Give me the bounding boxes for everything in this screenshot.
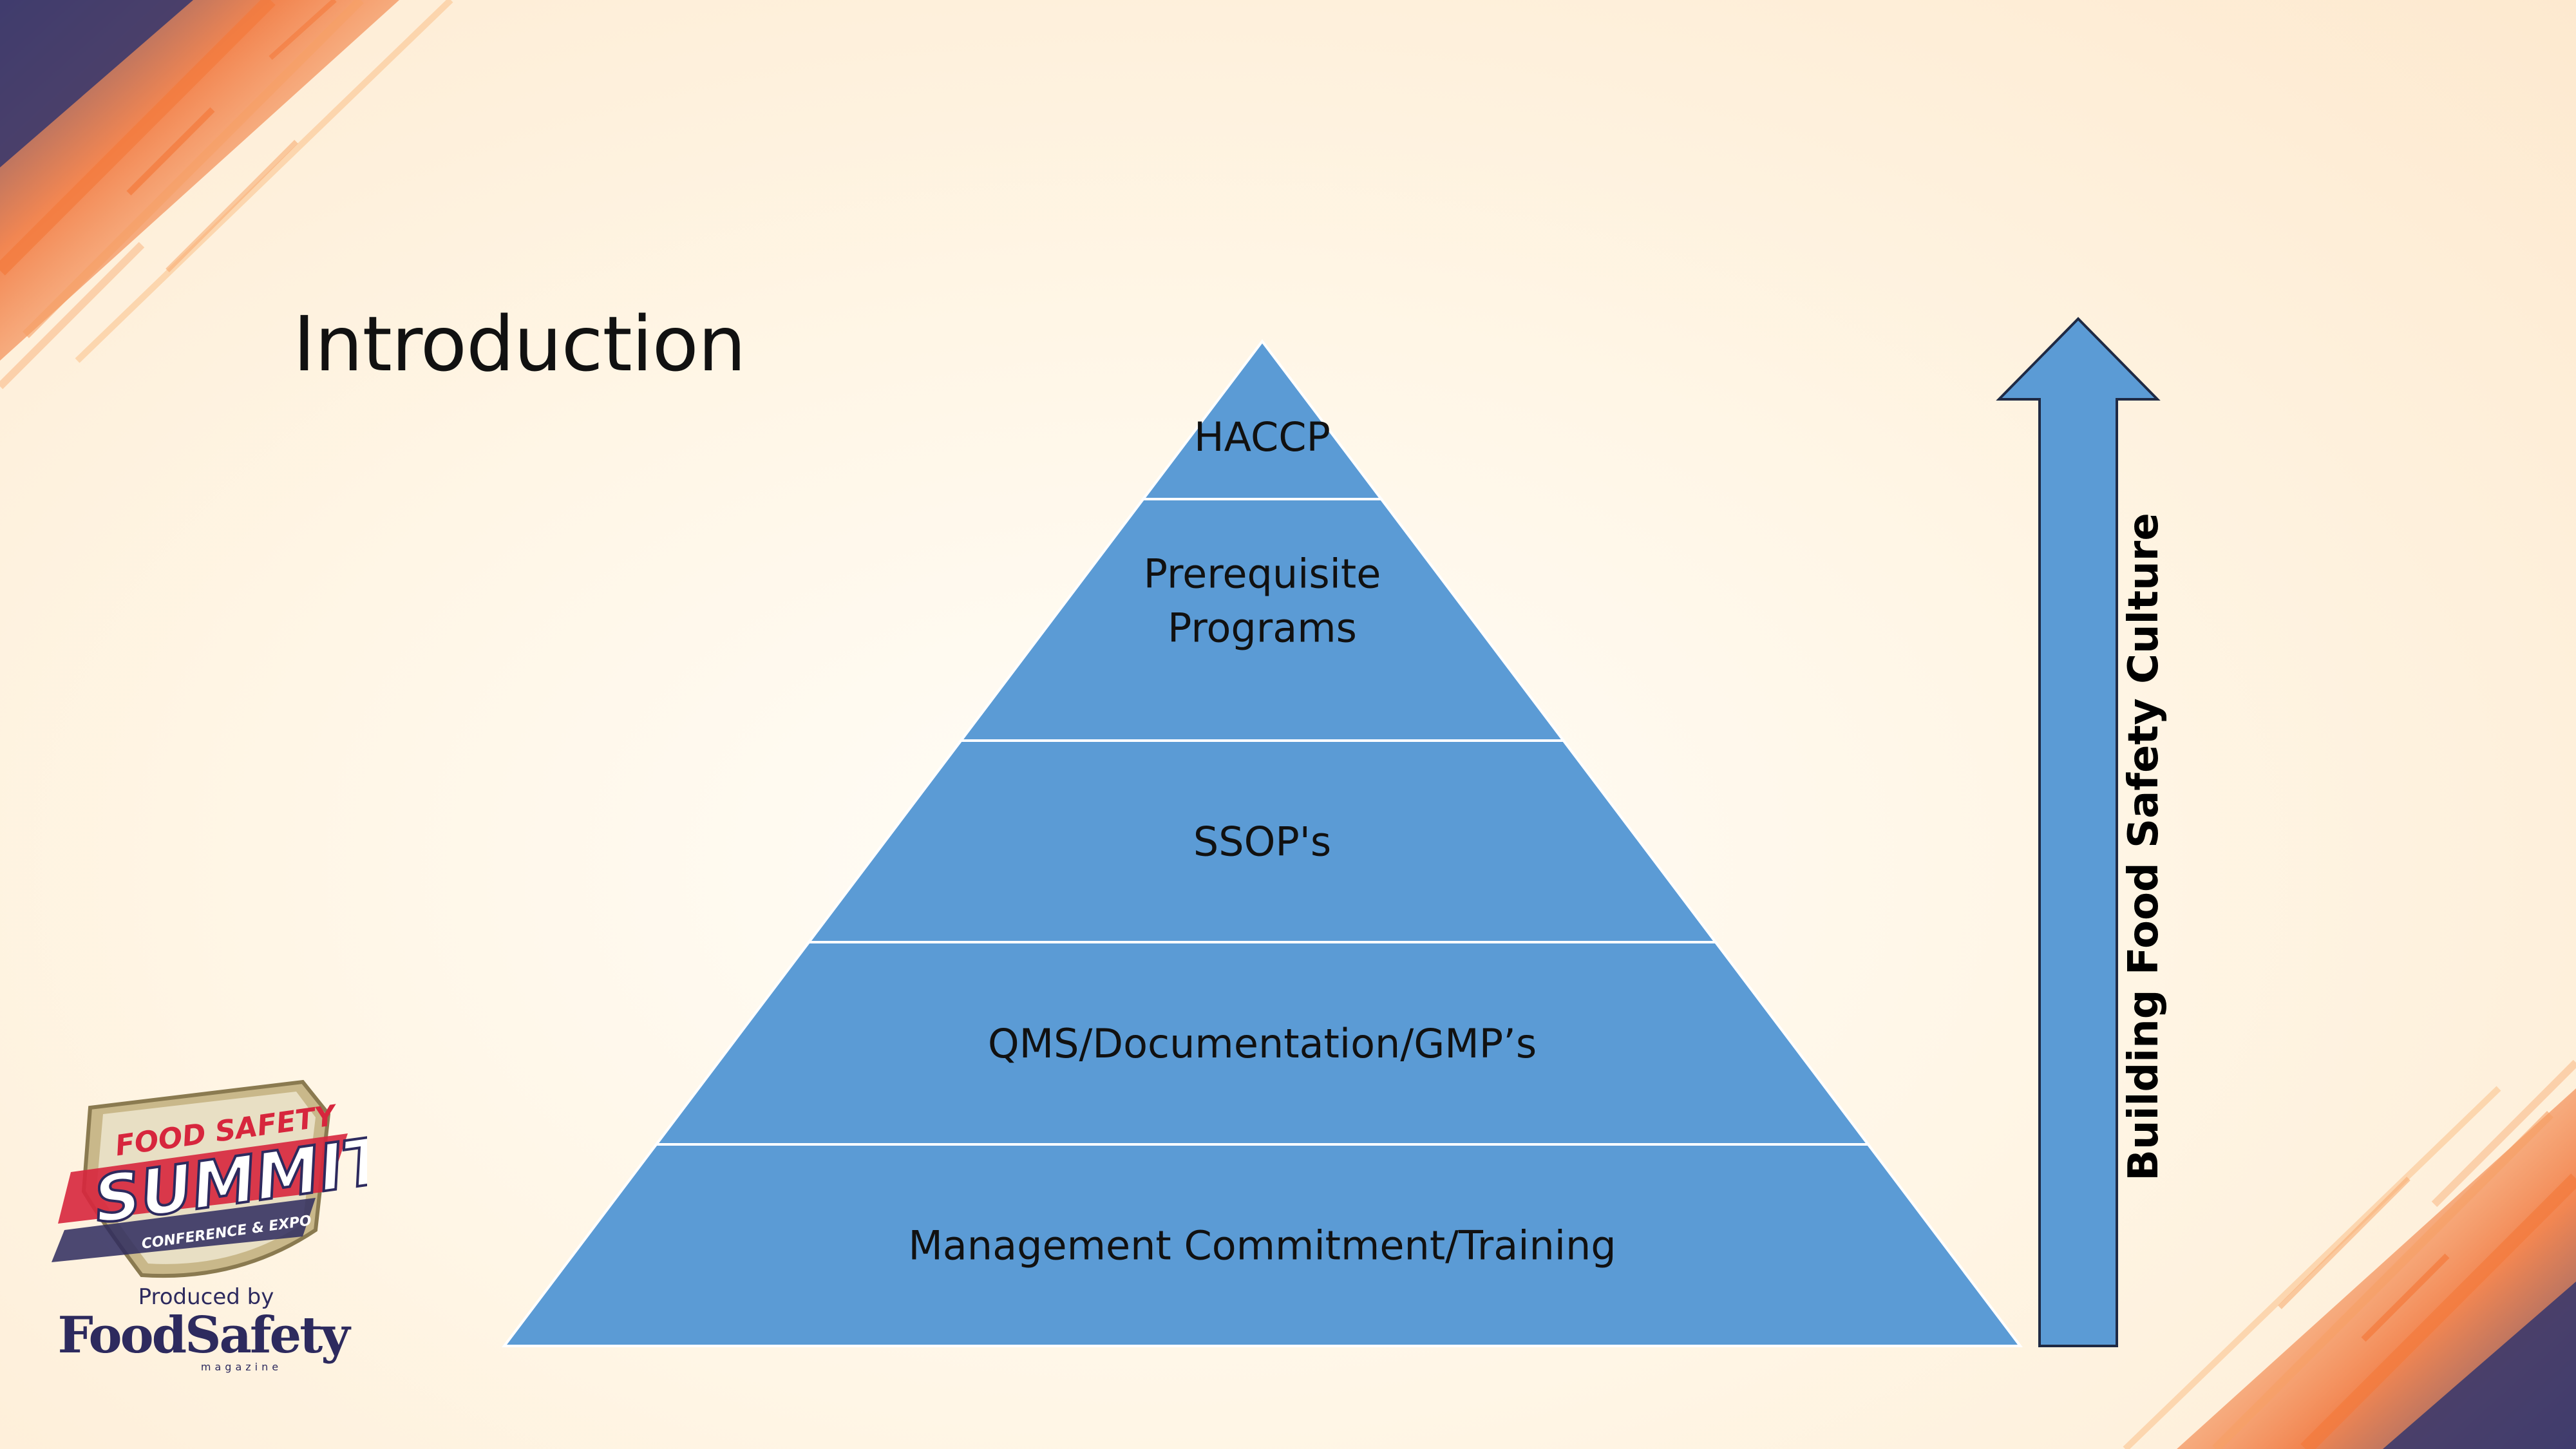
logo-shield (52, 1079, 348, 1278)
up-arrow: Building Food Safety Culture (1996, 317, 2168, 1347)
pyramid-tier-3-label: SSOP's (1193, 819, 1331, 866)
logo-brand: FoodSafety (57, 1306, 352, 1365)
pyramid-tier-5 (501, 1143, 2023, 1347)
logo-brand-sub: magazine (201, 1361, 282, 1373)
page-title: Introduction (293, 299, 746, 388)
top-left-streaks (0, 0, 453, 390)
pyramid-tier-2-label: Programs (1168, 605, 1357, 652)
food-safety-summit-logo: FOOD SAFETY SUMMIT CONFERENCE & EXPO Pro… (45, 1063, 397, 1378)
pyramid-tier-1-label: HACCP (1194, 413, 1331, 460)
pyramid: HACCP PrerequisiteProgramsSSOP'sQMS/Docum… (501, 339, 2023, 1347)
bottom-right-streaks (2123, 1059, 2576, 1449)
arrow-label: Building Food Safety Culture (2120, 513, 2168, 1181)
pyramid-tier-4-label: QMS/Documentation/GMP’s (988, 1020, 1537, 1067)
pyramid-tier-2-label: Prerequisite (1144, 551, 1381, 598)
arrow-shape (1996, 317, 2161, 1347)
logo-produced-by: Produced by (138, 1284, 274, 1310)
pyramid-tier-5-label: Management Commitment/Training (908, 1222, 1616, 1269)
